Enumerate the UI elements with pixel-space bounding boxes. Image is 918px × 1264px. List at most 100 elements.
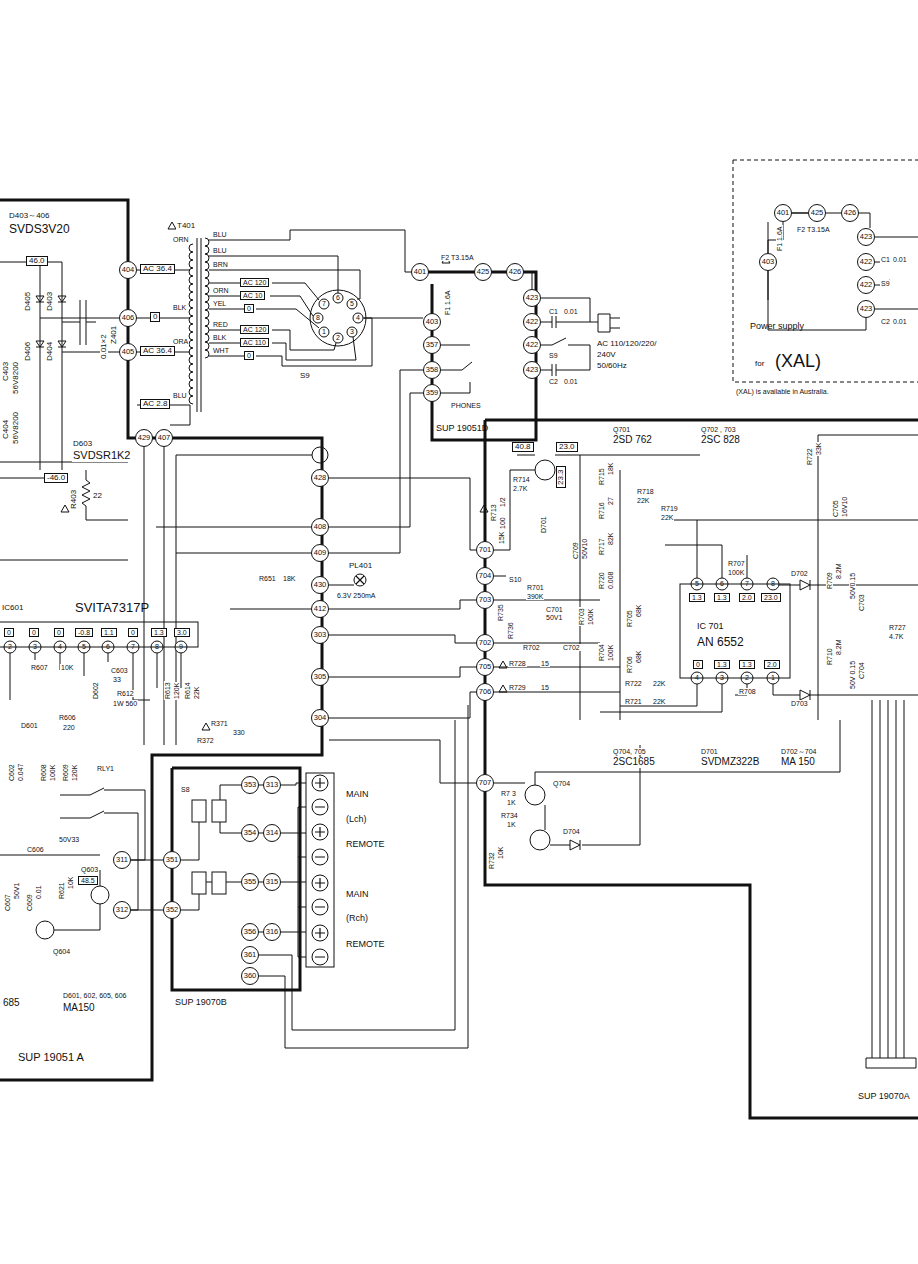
pin-number: 7: [131, 643, 135, 650]
connector-number: 360: [244, 972, 257, 980]
voltage-reading: 46.0: [26, 256, 48, 266]
connector-number: 426: [844, 209, 857, 217]
connector-number: 423: [526, 294, 539, 302]
part-label: R714: [512, 476, 531, 483]
connector-number: 404: [122, 266, 135, 274]
part-label: D406: [24, 341, 32, 362]
pin-number: 3: [33, 643, 37, 650]
part-label: 16V10: [841, 496, 848, 518]
pin-number: 7: [322, 300, 326, 307]
pin-number: 2: [8, 643, 12, 650]
pin-number: 3: [720, 674, 724, 681]
voltage-reading: AC 110: [240, 338, 269, 347]
part-label: D702～704: [780, 748, 817, 755]
part-label: BRN: [212, 261, 229, 268]
part-label: 50/60Hz: [596, 362, 628, 370]
connector-terminal: 408: [311, 518, 329, 536]
schematic-stroke: [91, 886, 109, 904]
part-label: 50V 0.15: [849, 660, 856, 690]
part-label: C2: [548, 378, 559, 385]
part-label: C703: [858, 593, 865, 612]
connector-number: 422: [860, 258, 873, 266]
connector-terminal: 356: [241, 923, 259, 941]
part-label: 68K: [635, 604, 642, 618]
part-label: R705: [626, 609, 633, 628]
part-label: T401: [176, 222, 196, 230]
part-label: 10K: [497, 846, 504, 860]
connector-terminal: 312: [113, 901, 131, 919]
pin-number: 6: [336, 294, 340, 301]
board-name: SUP 19070B: [175, 998, 227, 1007]
schematic-stroke: [535, 460, 555, 480]
connector-terminal: 358: [423, 361, 441, 379]
part-label: R717: [598, 537, 605, 556]
part-label: BLU: [212, 247, 228, 254]
wire-link: [131, 910, 163, 911]
voltage-reading: AC 36.4: [140, 346, 175, 356]
part-label: 22: [92, 492, 103, 500]
schematic-stroke: [205, 238, 209, 358]
connector-number: 425: [477, 268, 490, 276]
part-label: 120K: [71, 764, 78, 782]
part-label: C606: [26, 846, 45, 853]
part-label: 0.047: [17, 762, 24, 782]
package-outline: [0, 622, 198, 647]
part-label: YEL: [212, 300, 227, 307]
schematic-stroke: [236, 230, 423, 366]
schematic-stroke: [525, 785, 545, 805]
part-label: 10K: [67, 876, 74, 890]
connector-terminal: 406: [119, 309, 137, 327]
connector-number: 406: [122, 314, 135, 322]
part-label: ORN: [172, 236, 190, 243]
pin-number: 8: [316, 314, 320, 321]
connector-terminal: 704: [476, 567, 494, 585]
part-label: C702: [562, 644, 581, 651]
connector-terminal: 359: [423, 384, 441, 402]
part-label: 50V0.15: [849, 572, 856, 600]
pin-number: 2: [336, 334, 340, 341]
part-label: R718: [636, 488, 655, 495]
part-label: D403: [46, 291, 54, 312]
part-label: MAIN: [345, 790, 370, 799]
part-label: 2SC 828: [700, 435, 741, 446]
part-label: 0.01: [892, 318, 908, 325]
voltage-reading: 0: [29, 628, 39, 637]
connector-number: 403: [762, 258, 775, 266]
part-label: 22K: [652, 680, 666, 687]
schematic-stroke: [333, 333, 343, 343]
part-label: R719: [660, 505, 679, 512]
board-name: AN 6552: [697, 636, 744, 648]
part-label: D403～406: [8, 212, 50, 220]
part-label: 4.7K: [888, 633, 904, 640]
part-label: C1: [548, 308, 559, 315]
connector-number: 353: [244, 781, 257, 789]
part-label: F2 T3.15A: [440, 254, 475, 261]
part-label: R606: [58, 714, 77, 721]
part-label: C1: [880, 256, 891, 263]
part-label: S8: [180, 786, 191, 793]
connector-terminal: 405: [119, 343, 137, 361]
part-label: R729: [508, 684, 527, 691]
connector-number: 407: [158, 434, 171, 442]
part-label: R703: [578, 607, 585, 626]
schematic-stroke: [212, 800, 226, 822]
pin-number: 1: [322, 328, 326, 335]
part-label: R734: [500, 812, 519, 819]
outline: [485, 420, 918, 1118]
part-label: 390K: [526, 593, 544, 600]
connector-number: 315: [266, 878, 279, 886]
part-label: Q701: [612, 426, 631, 433]
pin-number: 8: [771, 580, 775, 587]
part-label: 50V10: [581, 538, 588, 560]
part-label: 82K: [607, 532, 614, 546]
outline: [733, 160, 918, 382]
connector-number: 408: [314, 523, 327, 531]
board-name: Power supply: [750, 322, 804, 331]
circuit-board: SUP 19070A701704703702705706707IC 701AN …: [485, 420, 918, 1118]
pin-number: 6: [720, 580, 724, 587]
board-outline: [733, 160, 918, 382]
voltage-reading: 1.3: [739, 660, 755, 669]
pin-number: 6: [106, 643, 110, 650]
connector-number: 403: [426, 318, 439, 326]
voltage-reading: AC 120: [240, 278, 269, 287]
